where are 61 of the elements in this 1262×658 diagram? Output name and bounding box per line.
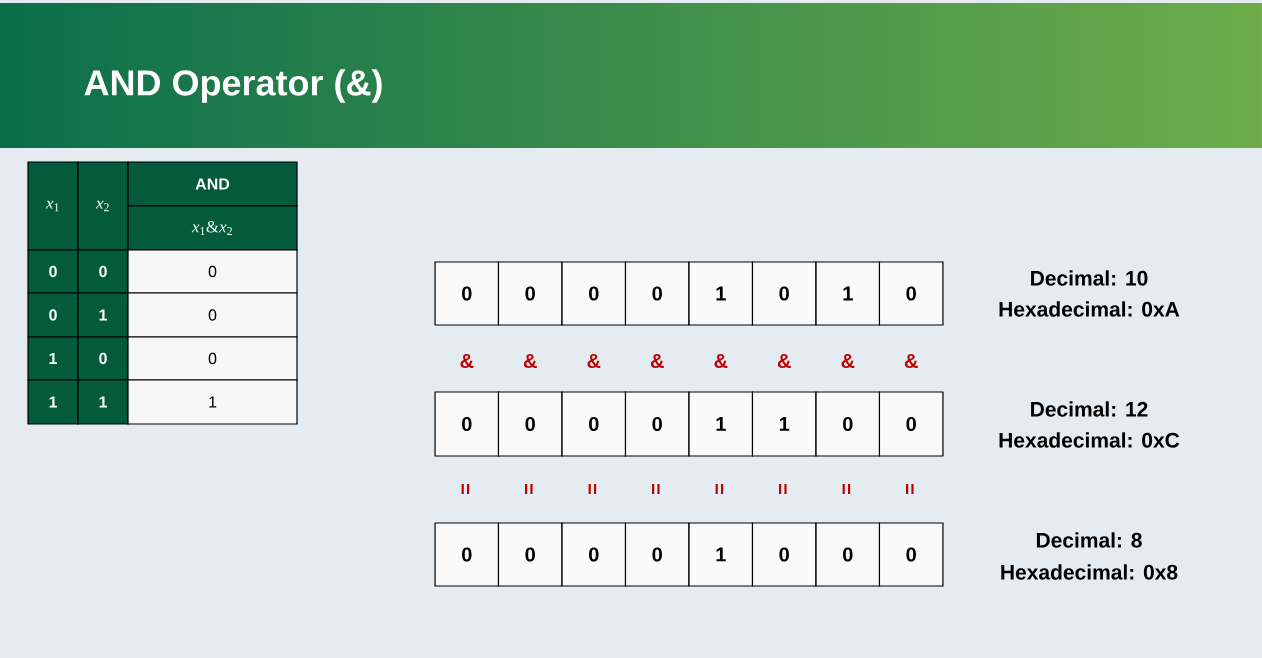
bit-cell: 0 [561, 391, 627, 457]
header-cell: AND [127, 161, 298, 207]
value-label: Hexadecimal: 0x8 [1001, 564, 1178, 580]
equals-sign: = [906, 484, 914, 494]
bit-cell: 0 [434, 522, 500, 587]
equals-sign: = [842, 484, 851, 494]
bit-cell: 0 [434, 391, 500, 457]
table-cell: 1 [127, 379, 298, 425]
operator-symbol: & [714, 354, 728, 368]
operator-symbol: & [523, 354, 537, 368]
value-label: Hexadecimal: 0xA [999, 301, 1180, 317]
bit-cell: 1 [688, 391, 754, 457]
table-cell: 0 [27, 292, 79, 338]
title: AND Operator (&) [84, 69, 382, 103]
equals-sign: = [525, 484, 533, 494]
bit-cell: 1 [815, 261, 881, 326]
table-cell: 0 [127, 292, 298, 338]
equals-sign: = [588, 484, 597, 494]
table-cell: 0 [27, 249, 79, 294]
operator-symbol: & [777, 354, 791, 368]
equals-sign: = [779, 484, 787, 494]
header-cell: x$_{1}$&x$_{2}$ [127, 205, 298, 251]
bit-cell: 0 [624, 261, 690, 326]
bit-cell: 0 [497, 522, 563, 587]
bit-cell: 1 [751, 391, 817, 457]
bit-cell: 0 [878, 522, 944, 587]
table-cell: 1 [27, 336, 79, 381]
operator-symbol: & [650, 354, 664, 368]
table-cell: 1 [77, 379, 129, 425]
bit-cell: 0 [815, 522, 881, 587]
bit-cell: 1 [688, 522, 754, 587]
equals-sign: = [652, 484, 660, 494]
bit-cell: 1 [688, 261, 754, 326]
bit-cell: 0 [624, 391, 690, 457]
bit-cell: 0 [434, 261, 500, 326]
bit-cell: 0 [561, 522, 627, 587]
bit-cell: 0 [878, 261, 944, 326]
bit-cell: 0 [497, 391, 563, 457]
operator-symbol: & [904, 354, 918, 368]
table-cell: 1 [77, 292, 129, 338]
table-cell: 1 [27, 379, 79, 425]
operator-symbol: & [587, 354, 601, 368]
equals-sign: = [461, 484, 470, 494]
bit-cell: 0 [497, 261, 563, 326]
value-label: Decimal: 12 [1031, 401, 1148, 417]
bit-cell: 0 [561, 261, 627, 326]
value-label: Decimal: 10 [1031, 270, 1148, 286]
bit-cell: 0 [751, 261, 817, 326]
bit-cell: 0 [815, 391, 881, 457]
table-cell: 0 [127, 336, 298, 381]
operator-symbol: & [460, 354, 474, 368]
value-label: Hexadecimal: 0xC [999, 432, 1180, 448]
equals-sign: = [715, 484, 724, 494]
value-label: Decimal: 8 [1036, 532, 1142, 548]
bit-cell: 0 [751, 522, 817, 587]
bit-cell: 0 [878, 391, 944, 457]
operator-symbol: & [841, 354, 855, 368]
bit-cell: 0 [624, 522, 690, 587]
table-cell: 0 [77, 249, 129, 294]
table-cell: 0 [77, 336, 129, 381]
table-cell: 0 [127, 249, 298, 294]
